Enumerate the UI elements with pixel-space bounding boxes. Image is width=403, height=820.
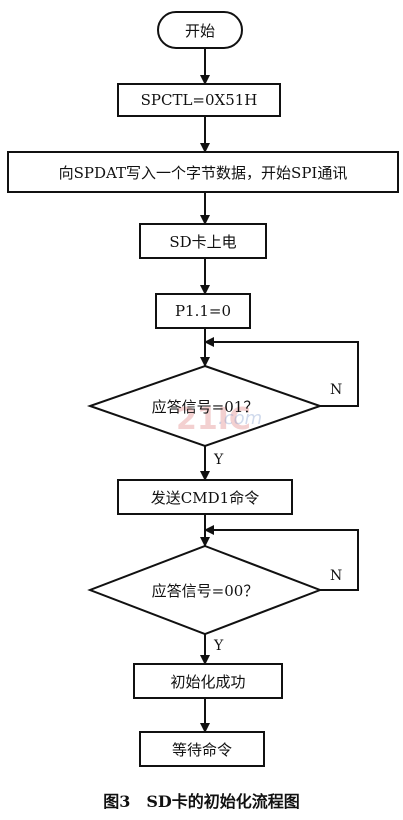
figure-caption: 图3 SD卡的初始化流程图 — [103, 792, 300, 811]
p11-node: P1.1=0 — [174, 302, 232, 320]
loop-no1 — [204, 337, 359, 407]
start-node: 开始 — [184, 21, 215, 40]
watermark: 21IC — [176, 402, 251, 437]
start-shape — [157, 11, 243, 49]
edge-label-no2: N — [330, 568, 343, 584]
edge-label-yes2: Y — [214, 638, 224, 654]
loop-no2 — [204, 525, 359, 591]
spdat-node: 向SPDAT写入一个字节数据，开始SPI通讯 — [58, 163, 348, 182]
watermark-sub: .com — [218, 408, 263, 429]
check2-node: 应答信号=00？ — [151, 581, 259, 600]
edge-label-yes1: Y — [214, 452, 224, 468]
success-node: 初始化成功 — [170, 672, 246, 691]
edge-label-no1: N — [330, 382, 343, 398]
spctl-node: SPCTL=0X51H — [140, 91, 258, 109]
power-node: SD卡上电 — [169, 232, 237, 251]
spctl-shape — [117, 83, 281, 117]
cmd1-node: 发送CMD1命令 — [150, 488, 260, 507]
check1-node: 应答信号=01？ — [151, 397, 259, 416]
wait-node: 等待命令 — [171, 740, 232, 759]
